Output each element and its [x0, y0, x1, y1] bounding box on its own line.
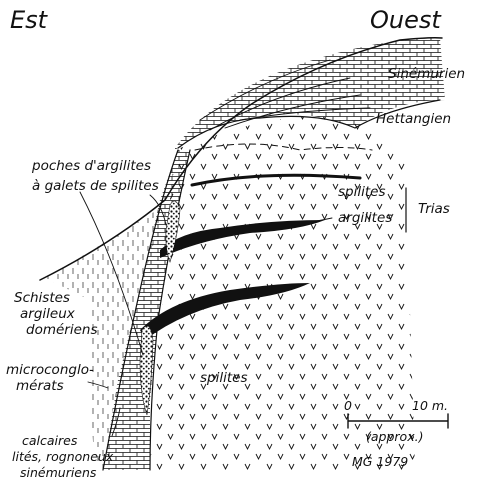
leader-argilites — [311, 217, 333, 223]
leader-poches-1 — [149, 194, 167, 226]
cap-bedding — [199, 59, 371, 131]
label-poches-2: à galets de spilites — [32, 178, 159, 194]
direction-est: Est — [10, 6, 49, 34]
label-calcaires-1: calcaires — [22, 433, 78, 448]
pocket-lower — [139, 325, 154, 416]
leader-poches-2 — [79, 191, 144, 356]
label-hettangien: Hettangien — [376, 111, 451, 127]
leader-micro — [87, 381, 109, 389]
label-micro-2: mérats — [16, 378, 64, 394]
dashed-contact — [194, 143, 373, 151]
direction-ouest: Ouest — [370, 6, 442, 34]
label-trias: Trias — [418, 201, 450, 217]
pocket-upper — [165, 200, 181, 263]
label-schistes-1: Schistes — [14, 290, 70, 306]
argilite-lens-lower — [140, 283, 310, 340]
label-spilites-upper: spilites — [338, 184, 386, 200]
label-argilites: argilites — [338, 210, 392, 226]
label-spilites-lower: spilites — [200, 370, 248, 386]
label-sinemurien: Sinémurien — [388, 66, 465, 82]
label-calcaires-2: lités, rognoneux — [12, 449, 114, 464]
spilites-mass — [150, 116, 415, 471]
scale-start: 0 — [344, 398, 352, 413]
label-schistes-2: argileux — [20, 306, 76, 322]
leader-calcaires — [111, 407, 121, 437]
signature: MG 1979 — [352, 454, 408, 469]
scale-bar — [347, 413, 449, 429]
schistes-area — [45, 205, 165, 470]
scale-note: (approx.) — [366, 429, 423, 444]
scale-end: 10 m. — [412, 398, 448, 413]
upper-contact-layer — [190, 173, 362, 187]
label-schistes-3: domériens — [26, 322, 97, 338]
limestone-cap — [175, 38, 445, 150]
label-poches-1: poches d'argilites — [31, 158, 151, 174]
label-calcaires-3: sinémuriens — [20, 465, 97, 480]
calcaires-left-edge — [102, 149, 179, 471]
ground-surface — [39, 37, 443, 281]
label-micro-1: microconglo- — [6, 362, 94, 378]
argilite-lens-upper — [160, 220, 325, 258]
